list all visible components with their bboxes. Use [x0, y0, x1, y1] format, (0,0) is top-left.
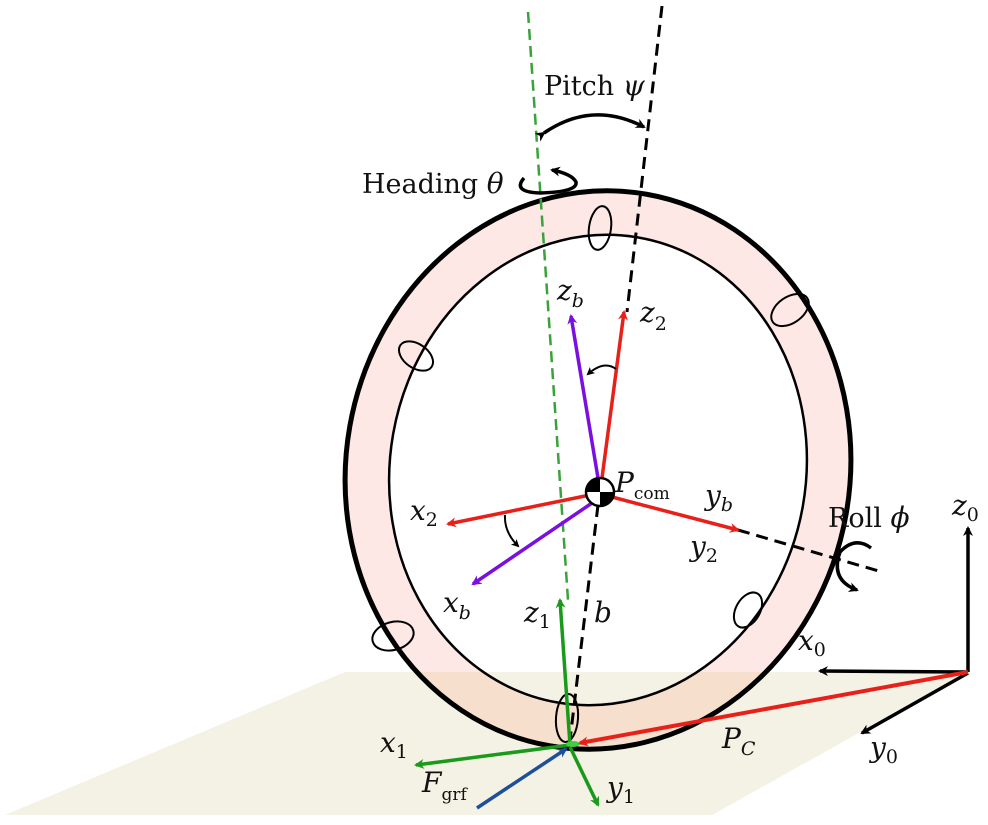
heading-label: Heading θ: [362, 167, 504, 200]
xb-axis-arrow: [471, 501, 593, 586]
roller-top: [587, 205, 613, 251]
y0-label: y0: [868, 731, 898, 768]
fgrf-label: Fgrf: [421, 766, 468, 805]
xb-label: xb: [443, 586, 471, 624]
contact-point: [566, 741, 580, 747]
ground-plane: [5, 672, 968, 815]
center-of-mass-icon: [584, 476, 616, 508]
tire-outer-edge: [342, 188, 854, 752]
tire-inner-edge: [387, 233, 809, 707]
x2-label: x2: [410, 494, 438, 531]
x1-axis-arrow: [414, 743, 571, 769]
z2-label: z2: [639, 296, 667, 335]
roller-upper-right: [770, 292, 810, 328]
x2-axis-arrow: [446, 493, 591, 528]
x-rotation-arc-icon: [503, 514, 520, 548]
y1-axis-arrow: [568, 746, 600, 807]
tread-rollers: [371, 205, 810, 743]
y1-label: y1: [605, 771, 635, 808]
roller-lower-right: [732, 591, 764, 629]
pitch-label: Pitch ψ: [544, 69, 646, 102]
z-rotation-arc-icon: [586, 364, 617, 376]
heading-axis: [526, 11, 570, 601]
pc-label: PC: [721, 722, 756, 760]
fgrf-force-arrow: [476, 747, 568, 810]
roller-lower-left: [371, 620, 415, 652]
zb-label: zb: [556, 274, 584, 312]
roller-bottom: [554, 693, 580, 743]
pcom-label: Pcom: [614, 466, 670, 504]
z0-label: z0: [951, 489, 979, 526]
roller-upper-left: [397, 340, 435, 372]
x0-label: x0: [798, 624, 826, 661]
roll-label: Roll ϕ: [828, 501, 910, 534]
body-axis-lower: [568, 504, 600, 741]
body-axis-upper: [625, 5, 664, 313]
roll-axis: [737, 528, 883, 574]
yb-label: yb: [703, 479, 733, 516]
pc-position-arrow: [578, 670, 969, 747]
x0-axis-arrow: [818, 666, 969, 677]
z2-axis-arrow: [600, 310, 628, 479]
z1-label: z1: [523, 596, 551, 633]
x1-label: x1: [380, 726, 408, 763]
y0-axis-arrow: [860, 671, 969, 735]
zb-axis-arrow: [567, 314, 600, 479]
b-label: b: [594, 596, 612, 629]
pitch-arc-icon: [534, 113, 646, 142]
y2-axis-arrow: [611, 495, 740, 533]
z1-axis-arrow: [555, 598, 572, 746]
y2-label: y2: [688, 530, 718, 567]
heading-rotation-icon: [518, 166, 578, 195]
roll-rotation-icon: [835, 541, 873, 592]
